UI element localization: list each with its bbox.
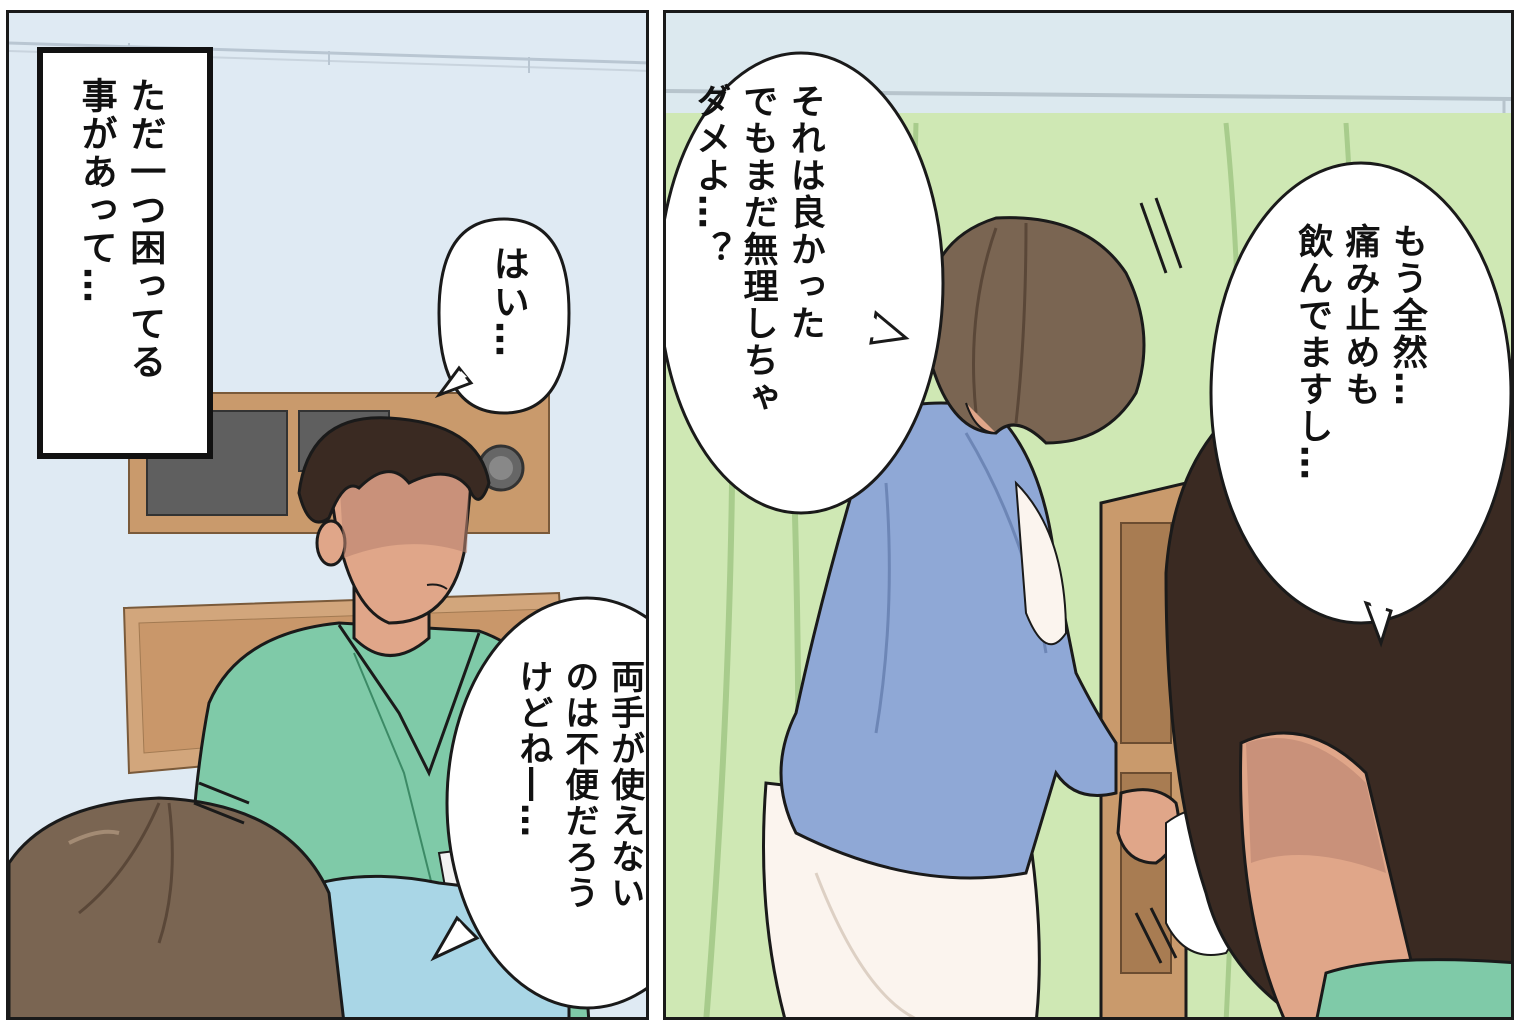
motion-lines-bottle (1134, 907, 1178, 964)
speech-bubble-hai (434, 217, 571, 415)
speech-bubble-ryote (430, 596, 646, 1010)
speech-bubble-sore (666, 51, 945, 515)
motion-lines (193, 781, 250, 825)
motion-lines-head (1139, 197, 1183, 274)
woman-character (762, 216, 1254, 1017)
narration-box (37, 47, 213, 459)
right-panel-illustration (666, 13, 1511, 1017)
bubble-hai-text: はい… (487, 245, 529, 359)
bubble-sore-text: それは良かった でもまだ無理しちゃ ダメよ…？ (690, 83, 825, 416)
bubble-ryote-text: 両手が使えない のは不便だろう けどね―… (512, 659, 645, 911)
woman-head-foreground (9, 796, 345, 1017)
speech-bubble-mou (1209, 161, 1511, 648)
bubble-mou-text: もう全然… 痛み止めも 飲んでますし… (1292, 223, 1427, 482)
cabinet (1099, 481, 1188, 1017)
right-panel: それは良かった でもまだ無理しちゃ ダメよ…？ もう全然… 痛み止めも 飲んでま… (663, 10, 1514, 1020)
narration-text: ただ一つ困ってる 事があって… (75, 77, 166, 381)
left-panel: ただ一つ困ってる 事があって… はい… 両手が使えない のは不便だろう けどね―… (6, 10, 649, 1020)
